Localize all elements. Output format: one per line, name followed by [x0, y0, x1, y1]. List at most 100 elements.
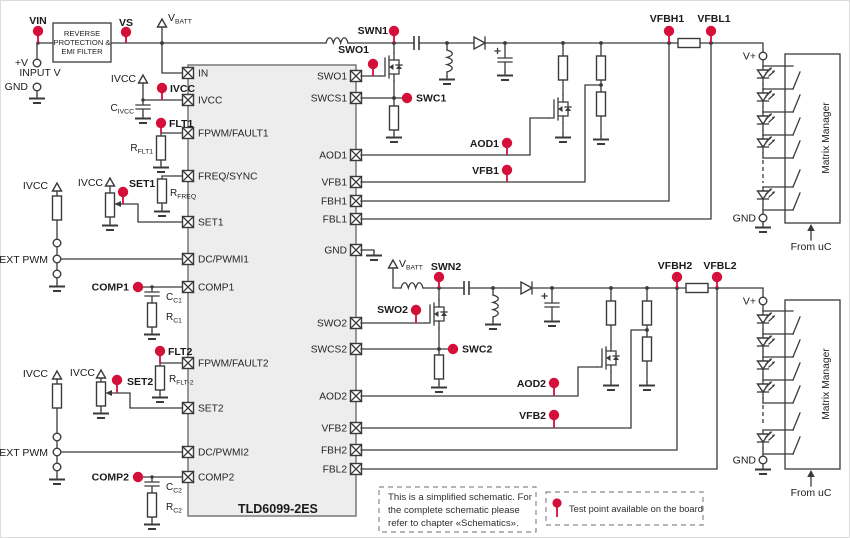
- resistor-rflt2: [154, 365, 166, 391]
- test-point-swo2-label: SWO2: [377, 304, 408, 316]
- matrix-manager-box-ch2: [784, 299, 841, 470]
- test-point-swn2-label: SWN2: [431, 261, 461, 273]
- test-point-vfbl1-label: VFBL1: [697, 13, 730, 25]
- net-freq: [161, 175, 183, 209]
- resistor-shunt1: [677, 37, 701, 49]
- mosfet-switch-ch1: [379, 52, 403, 82]
- ground-symbol: [496, 71, 514, 81]
- test-point-comp2-icon: [132, 471, 144, 483]
- ivcc-supply-icon: [51, 370, 63, 380]
- plus-v-label: +V: [15, 57, 28, 69]
- test-point-swn1-icon: [388, 25, 400, 37]
- test-point-comp1-icon: [132, 281, 144, 293]
- pin-in: IN: [198, 69, 208, 80]
- test-point-legend-icon: [552, 498, 562, 508]
- polarity-plus: [494, 47, 501, 55]
- ic-right-pins: SWO1 SWCS1 AOD1 VFB1 FBH1 FBL1 GND SWO2 …: [311, 69, 363, 476]
- led: [756, 111, 776, 131]
- r-flt2-label: RFLT-2: [169, 374, 194, 387]
- test-point-set2-label: SET2: [127, 376, 153, 388]
- polarity-plus: [541, 292, 548, 300]
- test-point-vfbl1-icon: [705, 25, 717, 37]
- led: [756, 333, 776, 353]
- resistor-divider2-top: [641, 300, 653, 326]
- test-point-vfbl2-icon: [711, 271, 723, 283]
- gnd-label-ch1: GND: [733, 213, 757, 225]
- led: [756, 65, 776, 85]
- test-point-vfbl2-label: VFBL2: [703, 260, 736, 272]
- ground-symbol: [438, 75, 456, 85]
- test-point-vfb2-label: VFB2: [519, 410, 546, 422]
- resistor-divider1-top: [595, 55, 607, 81]
- net-set1: [109, 185, 183, 223]
- test-point-set1-icon: [117, 186, 129, 198]
- ground-symbol: [484, 320, 502, 330]
- mosfet-aod1: [548, 94, 572, 124]
- ground-symbol: [151, 393, 169, 403]
- input-v-label: INPUT V: [19, 67, 60, 79]
- ground-symbol: [152, 163, 170, 173]
- ground-symbol: [430, 383, 448, 393]
- ground-symbol: [754, 465, 772, 475]
- ic-tld6099: TLD6099-2ES IN IVCC FPWM/FAULT1 FREQ/SYN…: [181, 64, 363, 517]
- matrix-manager-label-ch2: Matrix Manager: [821, 348, 832, 420]
- tp-stem: [676, 282, 718, 288]
- led-string-ch2: V+ GND Matrix Manager From uC: [733, 296, 841, 499]
- matrix-taps-ch1: [762, 65, 794, 211]
- net-set2: [100, 377, 183, 411]
- emi-filter-line1: REVERSE: [64, 29, 100, 38]
- v-plus-terminal-ch2: [758, 296, 768, 306]
- ivcc-rail-label: IVCC: [23, 368, 49, 380]
- pin-set1: SET1: [198, 218, 224, 229]
- r-c1-label: RC1: [166, 312, 182, 325]
- net-gnd-pin: [360, 249, 375, 253]
- pin-aod2: AOD2: [319, 392, 347, 403]
- from-uc-label-ch1: From uC: [791, 241, 832, 253]
- pin-set2: SET2: [198, 404, 224, 415]
- test-point-vin-label: VIN: [29, 15, 47, 27]
- test-point-aod2-icon: [548, 377, 560, 389]
- resistor-sense-ch1: [388, 105, 400, 131]
- emi-filter-line2: PROTECTION &: [54, 38, 111, 47]
- pin-dc-pwmi1: DC/PWMI1: [198, 255, 249, 266]
- input-section: REVERSE PROTECTION & EMI FILTER VIN VS V…: [5, 12, 415, 104]
- test-point-flt2-label: FLT2: [168, 346, 192, 358]
- capacitor-sepic1: [413, 35, 420, 51]
- pin-dc-pwmi2: DC/PWMI2: [198, 448, 249, 459]
- test-point-swc1-label: SWC1: [416, 93, 446, 105]
- resistor-aod2: [605, 300, 617, 326]
- resistor-rc2: [146, 492, 158, 518]
- emi-filter-line3: EMI FILTER: [61, 47, 103, 56]
- vbatt-label: VBATT: [168, 12, 192, 26]
- ground-symbol: [48, 475, 66, 485]
- pin-fbh2: FBH2: [321, 446, 347, 457]
- ic-body: [187, 64, 357, 517]
- ground-symbol: [385, 133, 403, 143]
- test-point-vin-icon: [32, 25, 44, 37]
- pin-comp2: COMP2: [198, 473, 235, 484]
- inductor-ch2-input: [400, 282, 424, 289]
- ground-symbol: [48, 282, 66, 292]
- vbatt-label-ch2: VBATT: [399, 258, 423, 272]
- test-point-swo1-icon: [367, 58, 379, 70]
- pin-fbh1: FBH1: [321, 197, 347, 208]
- note-line2: the complete schematic please: [388, 505, 520, 516]
- channel1-power-stage: SWN1 SWO1 SWC1 AOD1 VFB1 VFBH1 VFBL1: [325, 13, 764, 261]
- pin-freq-sync: FREQ/SYNC: [198, 172, 257, 183]
- note-line3: refer to chapter «Schematics».: [388, 518, 519, 529]
- ivcc-rail-label: IVCC: [78, 177, 104, 189]
- pin-fpwm-fault2: FPWM/FAULT2: [198, 359, 269, 370]
- potentiometer-set1: [104, 192, 116, 218]
- ground-symbol: [134, 114, 152, 124]
- test-point-set2-icon: [111, 374, 123, 386]
- test-point-swc2-icon: [447, 343, 459, 355]
- ext-pwm2-terminal: [52, 447, 62, 457]
- test-point-vfb2-icon: [548, 409, 560, 421]
- v-plus-label-ch1: V+: [743, 51, 756, 63]
- test-point-swo2-icon: [410, 304, 422, 316]
- matrix-manager-box-ch1: [784, 53, 841, 224]
- led-string-ch1: V+ GND Matrix Manager From uC: [733, 51, 841, 253]
- ground-symbol: [153, 207, 171, 217]
- test-point-flt1-label: FLT1: [169, 118, 193, 130]
